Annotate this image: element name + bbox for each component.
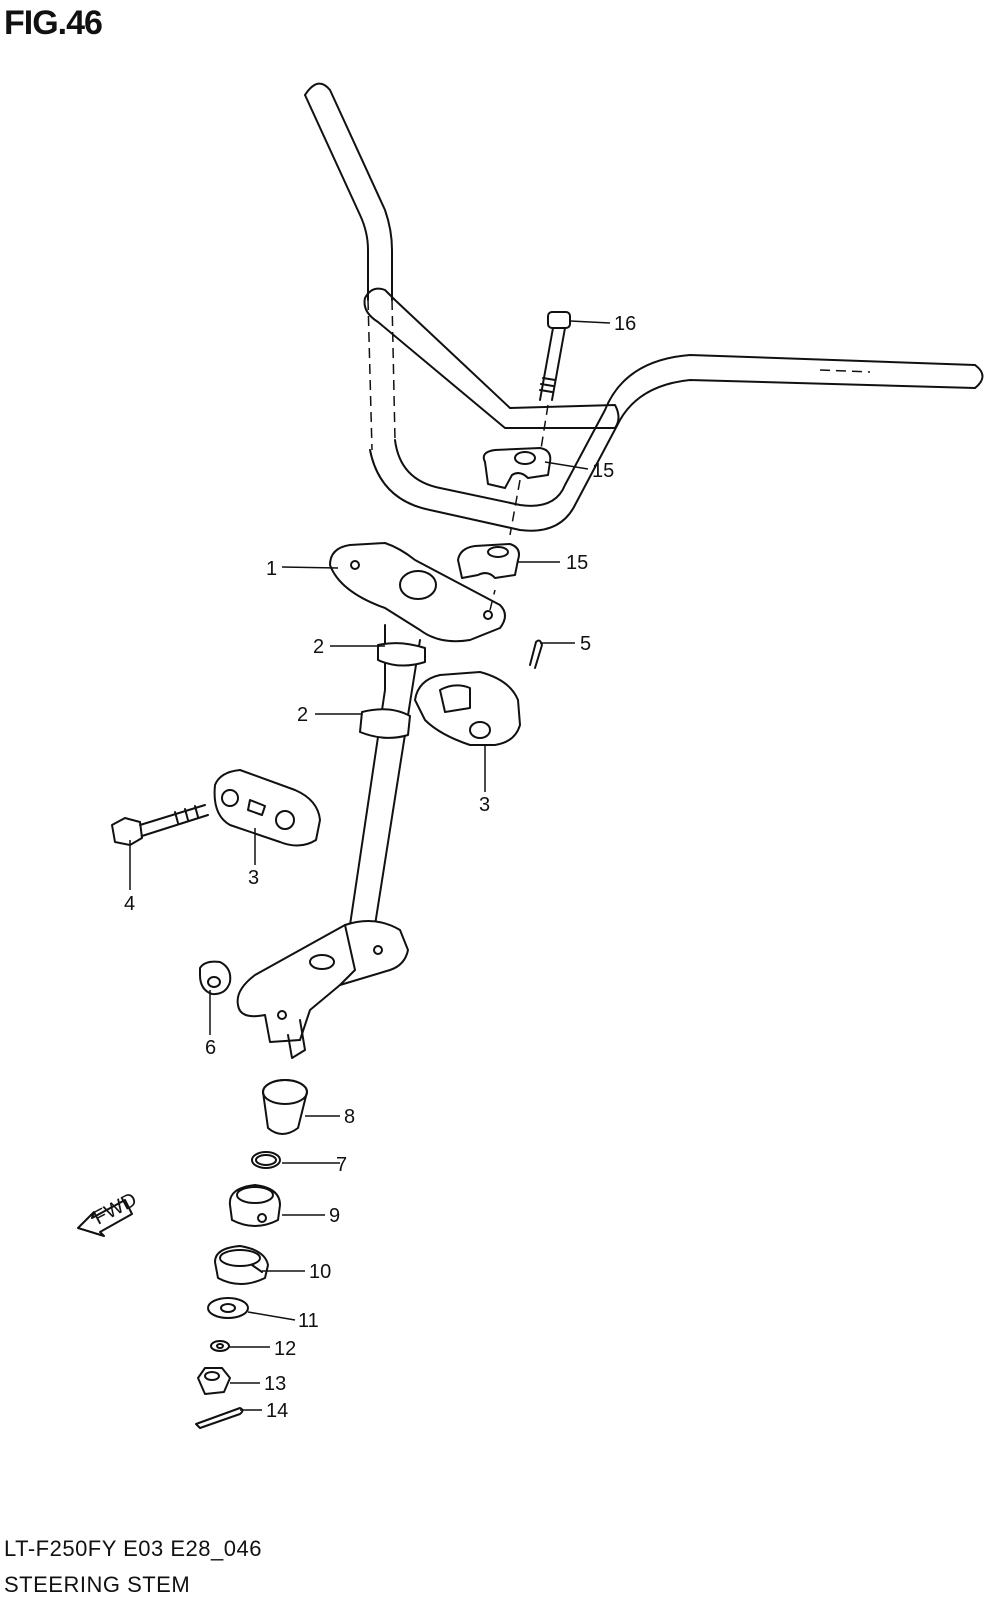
cotter-pin-14 <box>195 1407 244 1429</box>
callout-1: 1 <box>266 558 277 580</box>
callout-9: 9 <box>329 1205 340 1227</box>
callout-labels: 1 2 2 3 3 4 5 6 7 8 9 10 11 12 13 14 15 … <box>124 313 636 1422</box>
clamp-3-right <box>414 671 521 746</box>
upper-bracket-1 <box>329 542 506 643</box>
o-ring-7 <box>251 1151 281 1169</box>
callout-15: 15 <box>592 460 614 482</box>
bushing-8 <box>262 1079 308 1135</box>
callout-15: 15 <box>566 552 588 574</box>
callout-6: 6 <box>205 1037 216 1059</box>
lower-holder-15 <box>457 543 520 579</box>
callout-2: 2 <box>313 636 324 658</box>
fwd-arrow-icon: FWD <box>77 1189 141 1237</box>
leader-lines <box>129 320 611 1411</box>
nut-13 <box>197 1367 231 1395</box>
callout-10: 10 <box>309 1261 331 1283</box>
bearing-10 <box>214 1245 269 1285</box>
upper-holder-15 <box>482 447 552 536</box>
cap-6 <box>199 960 232 996</box>
callout-3: 3 <box>479 794 490 816</box>
callout-5: 5 <box>580 633 591 655</box>
bolt-16 <box>539 311 571 456</box>
figure-title: FIG.46 <box>4 4 103 42</box>
washer-11 <box>207 1297 249 1319</box>
callout-2: 2 <box>297 704 308 726</box>
callout-12: 12 <box>274 1338 296 1360</box>
callout-11: 11 <box>298 1310 319 1332</box>
clamp-3-left <box>213 769 321 847</box>
callout-8: 8 <box>344 1106 355 1128</box>
bolt-4 <box>111 804 209 846</box>
callout-14: 14 <box>266 1400 288 1422</box>
callout-3: 3 <box>248 867 259 889</box>
callout-7: 7 <box>336 1154 347 1176</box>
callout-4: 4 <box>124 893 135 915</box>
callout-16: 16 <box>614 313 636 335</box>
steering-shaft <box>319 624 426 966</box>
seal-9 <box>228 1184 281 1227</box>
washer-12 <box>210 1340 230 1352</box>
section-name: STEERING STEM <box>4 1572 191 1597</box>
cotter-pin-5 <box>529 639 543 669</box>
callout-13: 13 <box>264 1373 286 1395</box>
lower-bracket <box>236 920 409 1059</box>
model-code: LT-F250FY E03 E28_046 <box>4 1536 262 1561</box>
handlebar <box>304 82 984 532</box>
